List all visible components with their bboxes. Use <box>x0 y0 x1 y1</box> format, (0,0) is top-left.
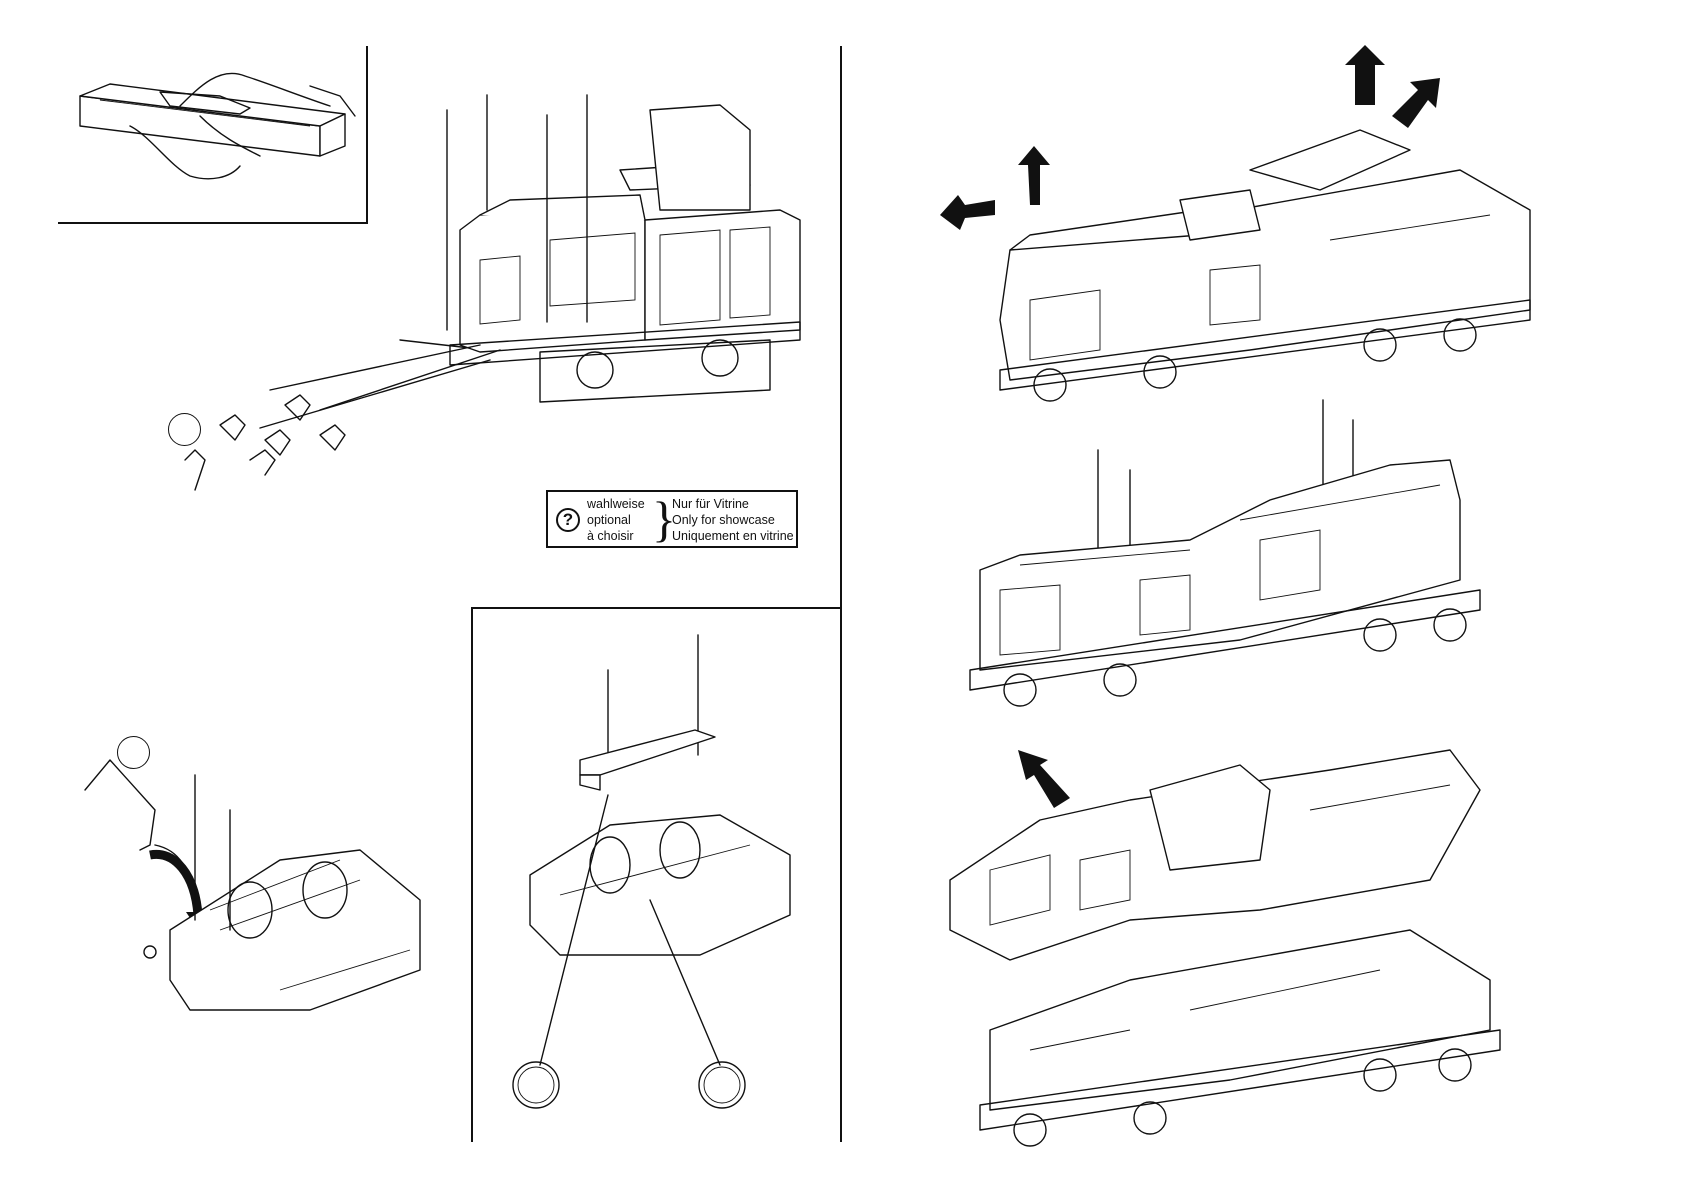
bogie-disassembly-illustration <box>80 730 450 1030</box>
roof-removal-illustration <box>930 50 1550 410</box>
optional-circle-marker-2 <box>117 736 150 769</box>
inset-frame-bottom <box>58 222 368 224</box>
inset-frame-right <box>366 46 368 224</box>
traction-tire-illustration <box>500 625 820 1125</box>
legend-label-de: wahlweise <box>587 496 645 512</box>
legend-showcase-labels: Nur für Vitrine Only for showcase Unique… <box>672 496 794 544</box>
legend-label-en: optional <box>587 512 645 528</box>
legend-label-fr: à choisir <box>587 528 645 544</box>
inset-box-illustration <box>70 56 360 216</box>
body-screws-illustration <box>940 390 1530 720</box>
legend-showcase-en: Only for showcase <box>672 512 794 528</box>
center-divider <box>840 46 842 1142</box>
optional-circle-marker-1 <box>168 413 201 446</box>
body-lift-illustration <box>930 730 1530 1150</box>
optional-parts-cluster <box>175 380 375 500</box>
legend-showcase-fr: Uniquement en vitrine <box>672 528 794 544</box>
lower-panel-top-rule <box>471 607 842 609</box>
legend-showcase-de: Nur für Vitrine <box>672 496 794 512</box>
optional-showcase-legend: ? wahlweise optional à choisir } Nur für… <box>546 490 798 548</box>
legend-optional-labels: wahlweise optional à choisir <box>587 496 645 544</box>
question-mark-icon: ? <box>556 508 580 532</box>
locomotive-end-illustration <box>420 90 820 450</box>
lower-panel-left-rule <box>471 607 473 1142</box>
